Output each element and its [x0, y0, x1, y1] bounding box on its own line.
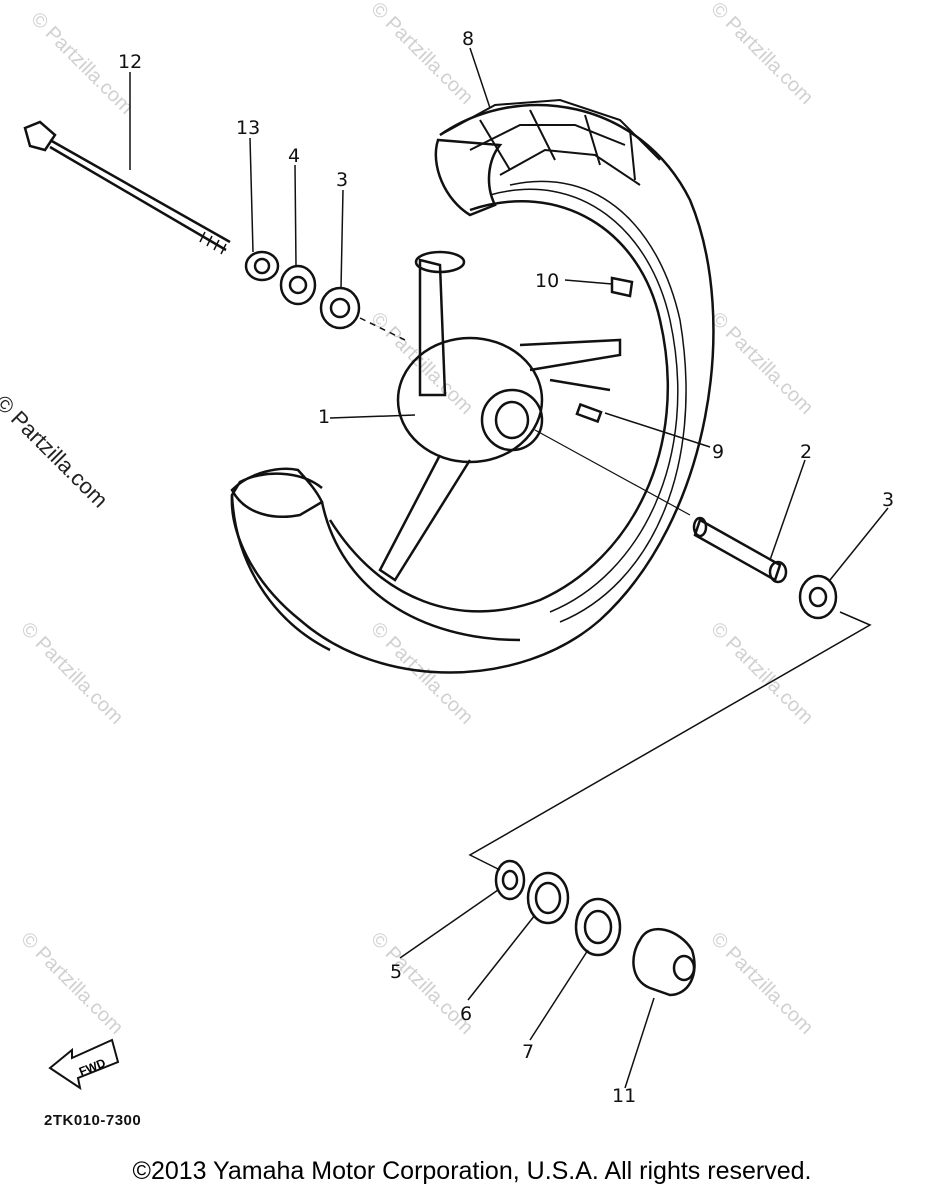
callout-3: 3 [882, 489, 894, 511]
spacer-part [693, 518, 782, 582]
callout-8: 8 [462, 28, 474, 50]
watermark-text: © Partzilla.com [366, 308, 477, 419]
callout-7: 7 [522, 1041, 534, 1063]
callout-6: 6 [460, 1003, 472, 1025]
fwd-arrow-icon [48, 1038, 120, 1091]
callout-9: 9 [712, 441, 724, 463]
callout-labels: 12 13 4 3 8 10 1 9 2 3 5 6 7 11 [118, 28, 894, 1107]
valve-stem [575, 402, 603, 424]
wheel-assembly [230, 98, 715, 674]
watermark-text: © Partzilla.com [366, 0, 477, 109]
tire-cut-bottom [230, 467, 324, 518]
left-hub-parts [244, 250, 406, 341]
watermark-text: © Partzilla.com [16, 618, 127, 729]
callout-5: 5 [390, 961, 402, 983]
watermark-text: © Partzilla.com [706, 618, 817, 729]
copyright-notice: ©2013 Yamaha Motor Corporation, U.S.A. A… [132, 1157, 812, 1185]
collar-part [244, 250, 280, 282]
gear-unit-part [632, 928, 696, 997]
part-code: 2TK010-7300 [44, 1112, 142, 1129]
bottom-hub-parts [494, 859, 696, 997]
tire-inner-line [509, 180, 687, 623]
tire-cut-top [434, 138, 503, 217]
tire-outline [230, 103, 715, 674]
callout-12: 12 [118, 51, 142, 73]
bearing-part [574, 897, 622, 957]
fwd-arrow: FWD [48, 1038, 120, 1091]
spoke-cut [414, 250, 466, 274]
callout-2: 2 [800, 441, 812, 463]
callout-11: 11 [612, 1085, 636, 1107]
oil-seal-part [279, 264, 317, 306]
wheel-spoke [519, 338, 622, 372]
watermark-text: © Partzilla.com [16, 928, 127, 1039]
callout-10: 10 [535, 270, 559, 292]
watermark-text: © Partzilla.com [706, 308, 817, 419]
hub-bearing-seat [480, 388, 544, 452]
callout-1: 1 [318, 406, 330, 428]
tire-inner-line [489, 188, 679, 613]
leader-lines [468, 611, 872, 871]
tire-bottom-body [230, 494, 521, 652]
bearing-part [319, 286, 361, 330]
wheel-spoke [378, 454, 472, 582]
rim-clip [610, 276, 634, 298]
watermark-text: © Partzilla.com [706, 0, 817, 109]
callout-4: 4 [288, 145, 300, 167]
callout-leaders [129, 47, 889, 1089]
callout-13: 13 [236, 117, 260, 139]
axle-bolt [23, 120, 231, 255]
watermark-text: © Partzilla.com [706, 928, 817, 1039]
hub-bearing-bore [494, 400, 530, 440]
wheel-spoke [418, 258, 447, 397]
right-hub-parts [534, 429, 838, 620]
bearing-part [798, 574, 838, 620]
tire-inner-line [328, 200, 669, 613]
callout-3: 3 [336, 169, 348, 191]
wheel-spoke [549, 378, 611, 392]
oil-seal-part [526, 871, 570, 925]
circlip-part [494, 859, 526, 901]
